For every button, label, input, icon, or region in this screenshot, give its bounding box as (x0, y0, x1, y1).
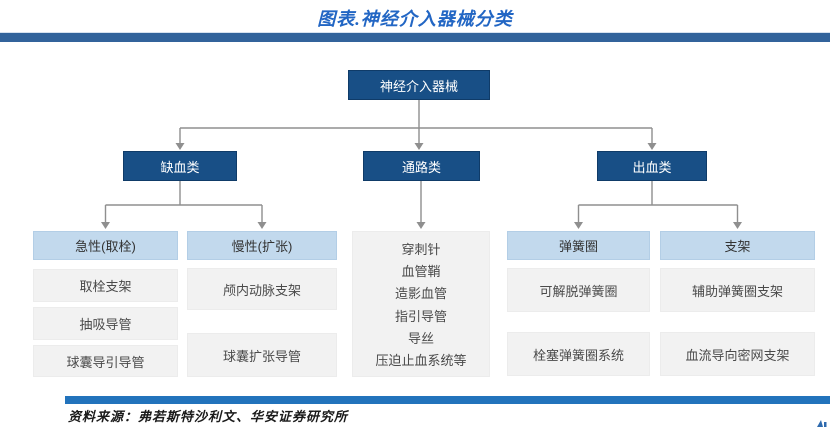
leaf-angiographic-catheter: 造影血管 (394, 286, 447, 302)
leaf-guidewire: 导丝 (407, 330, 434, 346)
leaf-balloon-guide-catheter: 球囊导引导管 (33, 345, 178, 377)
leaf-guiding-catheter: 指引导管 (394, 308, 447, 324)
node-stent: 支架 (660, 231, 815, 260)
leaf-thrombectomy-stent: 取栓支架 (33, 269, 178, 302)
node-root: 神经介入器械 (348, 70, 490, 100)
node-hemorrhagic-category: 出血类 (597, 151, 707, 181)
node-access-item-list: 穿刺针 血管鞘 造影血管 指引导管 导丝 压迫止血系统等 (352, 231, 490, 377)
leaf-detachable-coil: 可解脱弹簧圈 (507, 268, 650, 312)
watermark-icon (817, 420, 827, 427)
page-title: 图表.神经介入器械分类 (317, 9, 513, 29)
leaf-aspiration-catheter: 抽吸导管 (33, 307, 178, 340)
leaf-balloon-dilation-catheter: 球囊扩张导管 (187, 333, 337, 377)
leaf-flow-diverter-stent: 血流导向密网支架 (660, 332, 815, 376)
title-divider-bar (0, 32, 830, 42)
leaf-puncture-needle: 穿刺针 (401, 242, 441, 258)
node-access-category: 通路类 (363, 151, 480, 181)
leaf-intracranial-artery-stent: 颅内动脉支架 (187, 268, 337, 310)
node-coil: 弹簧圈 (507, 231, 650, 260)
leaf-embolic-coil-system: 栓塞弹簧圈系统 (507, 332, 650, 376)
node-ischemic-category: 缺血类 (123, 151, 237, 181)
leaf-vascular-sheath: 血管鞘 (401, 264, 441, 280)
source-divider-bar (65, 396, 830, 404)
arrowheads (101, 143, 742, 229)
node-acute-thrombectomy: 急性(取栓) (33, 231, 178, 260)
node-chronic-dilation: 慢性(扩张) (187, 231, 337, 260)
leaf-coil-assist-stent: 辅助弹簧圈支架 (660, 268, 815, 312)
leaf-compression-hemostasis-system: 压迫止血系统等 (375, 352, 467, 368)
source-note: 资料来源：弗若斯特沙利文、华安证券研究所 (68, 409, 349, 424)
